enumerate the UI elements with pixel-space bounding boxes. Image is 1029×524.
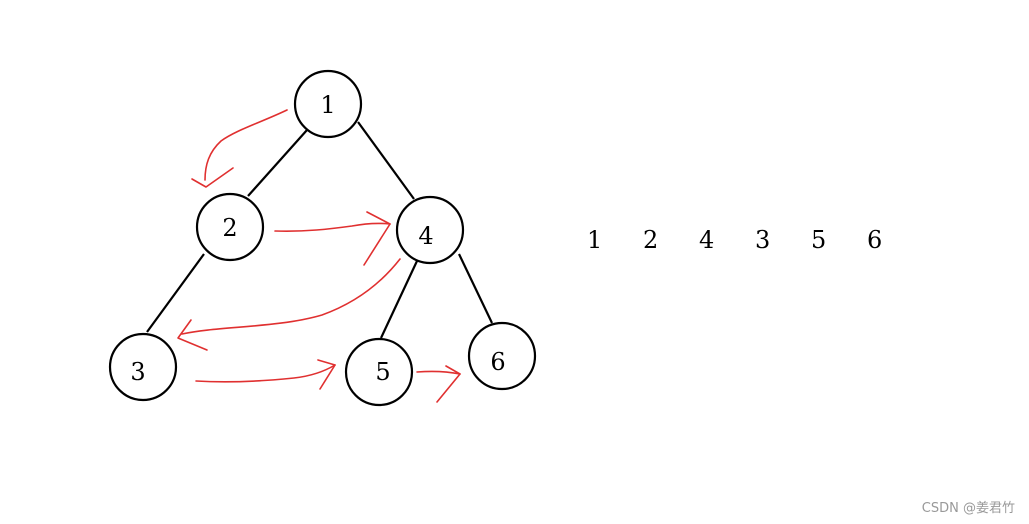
sequence-item-4: 3	[755, 226, 771, 254]
arrow-2-to-4-head	[363, 211, 391, 266]
node-label-6: 6	[490, 348, 505, 376]
edge-2-3	[146, 253, 205, 333]
sequence-item-3: 4	[699, 226, 715, 254]
arrow-3-to-5-head	[317, 359, 336, 390]
node-label-4: 4	[418, 222, 433, 250]
node-label-3: 3	[130, 358, 145, 386]
sequence-item-5: 5	[811, 226, 827, 254]
arrow-4-to-3	[181, 258, 401, 335]
edge-1-4	[357, 121, 415, 200]
traversal-arrows	[177, 109, 461, 403]
tree-node-4: 4	[395, 195, 465, 265]
tree-node-6: 6	[467, 321, 537, 391]
arrow-5-to-6	[416, 370, 461, 375]
sequence-item-1: 1	[587, 226, 603, 254]
node-label-5: 5	[375, 358, 390, 386]
node-label-1: 1	[320, 91, 335, 119]
node-label-2: 2	[222, 214, 237, 242]
tree-node-3: 3	[108, 332, 178, 402]
tree-node-1: 1	[293, 69, 363, 139]
edge-1-2	[247, 129, 308, 197]
watermark: CSDN @姜君竹	[921, 501, 1015, 516]
arrow-1-to-2-head	[191, 167, 234, 188]
arrow-1-to-2	[204, 109, 288, 181]
sequence-item-6: 6	[867, 226, 883, 254]
arrow-2-to-4	[274, 222, 391, 232]
edge-4-6	[458, 253, 493, 324]
edge-4-5	[380, 260, 418, 339]
arrow-3-to-5	[195, 364, 336, 383]
sequence-item-2: 2	[643, 226, 659, 254]
arrow-5-to-6-head	[436, 365, 461, 403]
tree-node-5: 5	[344, 337, 414, 407]
arrow-4-to-3-head	[177, 319, 208, 351]
tree-node-2: 2	[195, 192, 265, 262]
